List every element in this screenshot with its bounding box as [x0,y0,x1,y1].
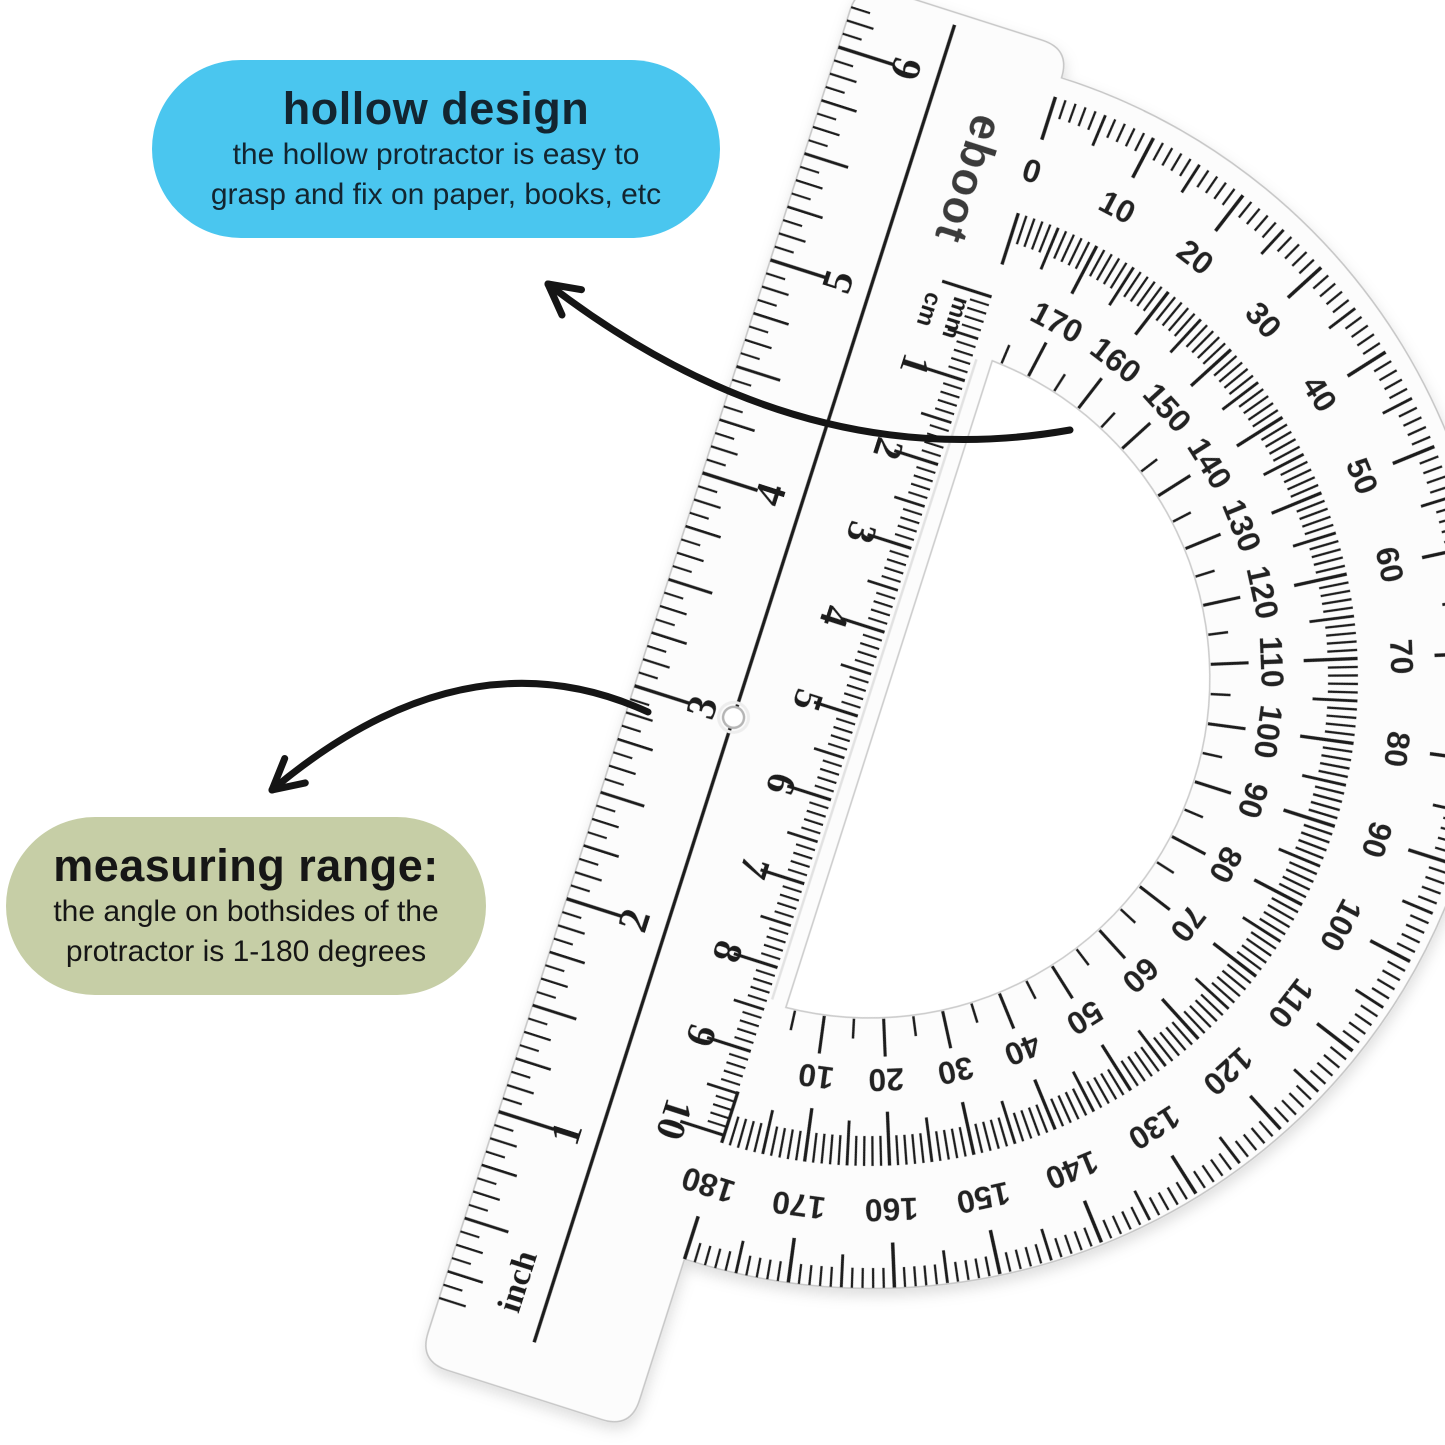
arrow-to-hollow-callout [544,280,1074,443]
arrow-to-hollow-callout-head [544,280,585,294]
arrow-to-range-callout-head [268,755,289,794]
degree-label-outer: 60 [1368,543,1411,585]
callout-body-line: the angle on bothsides of the [53,895,439,928]
tick-band [734,114,1445,1288]
arrow-to-hollow-callout-head [544,280,566,319]
degree-label-outer: 70 [1383,638,1420,675]
center-reference-line [532,24,957,1343]
annotation-arrows [268,280,1074,794]
degree-label-outer: 160 [864,1191,919,1229]
degree-label-inner: 110 [1253,635,1291,688]
degree-label-outer: 80 [1377,729,1417,769]
callout-hollow-design: hollow design the hollow protractor is e… [152,60,720,238]
degree-label-inner: 10 [796,1056,836,1096]
hole-highlight-ring [717,700,751,734]
tick-band [679,365,966,1137]
callout-body-line: the hollow protractor is easy to [232,138,640,171]
tick-band [789,344,1231,1039]
degree-label-inner: 100 [1247,703,1290,761]
center-hole [721,705,746,730]
tick-band [443,6,871,1292]
tick-band [498,45,895,1131]
callout-title: hollow design [282,83,590,134]
protractor: 0102030405060708090100110120130140150160… [425,0,1445,1423]
tick-band [761,227,1358,1166]
arrow-to-range-callout [268,679,652,794]
degree-label-outer: 170 [770,1184,828,1227]
tick-band [728,215,1359,1167]
tick-band [706,327,979,1095]
callout-measuring-range: measuring range: the angle on bothsides … [6,817,486,995]
tick-band [707,298,990,1128]
cutout-bevel-line [770,358,978,1000]
tick-band [438,19,874,1308]
degree-label-inner: 20 [868,1061,905,1098]
tick-band [720,212,1358,1166]
callout-title: measuring range: [53,840,439,891]
tick-band [817,341,1249,1057]
tick-band [941,279,993,299]
hollow-cutout [784,359,1211,1019]
tick-band [682,96,1445,1288]
tick-band [447,98,858,1284]
degree-label-inner: 30 [934,1049,976,1092]
tick-band [693,99,1445,1288]
arrow-to-range-callout-head [268,779,309,794]
tick-band [464,151,849,1234]
callout-body-line: grasp and fix on paper, books, etc [210,178,662,211]
callout-body-line: protractor is 1-180 degrees [65,935,427,968]
